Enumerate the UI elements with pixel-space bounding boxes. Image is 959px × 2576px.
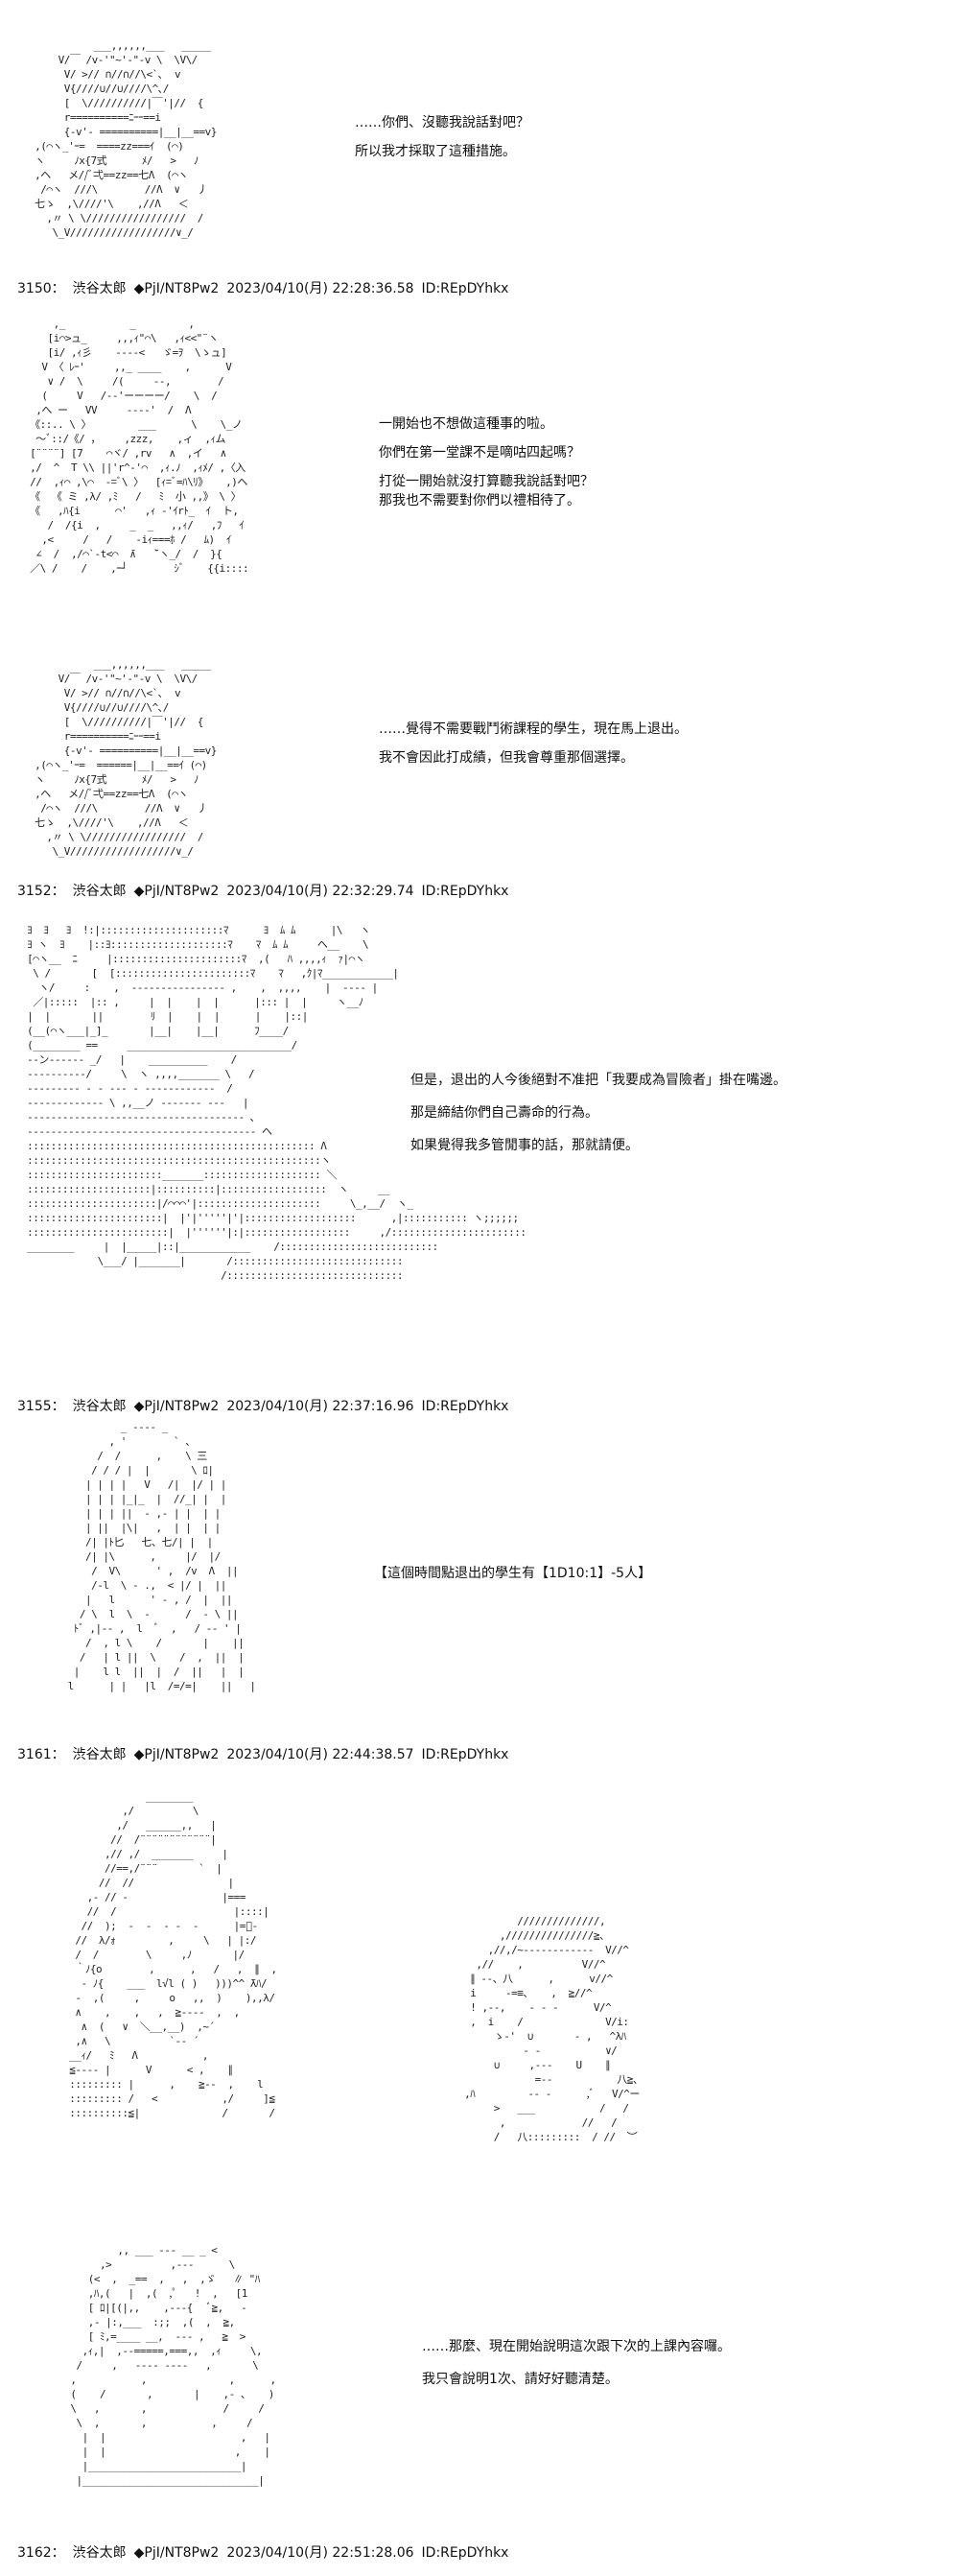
dialog-block-6: ……那麼、現在開始說明這次跟下次的上課內容囉。 我只會說明1次、請好好聽清楚。: [422, 2337, 731, 2399]
poster-name: 渋谷太郎: [72, 1399, 127, 1414]
dialog-block-2: 一開始也不想做這種事的啦。 你們在第一堂課不是嘀咕四起嗎？ 打從一開始就沒打算聽…: [379, 414, 594, 520]
dialog-line: ……你們、沒聽我說話對吧？: [355, 115, 529, 130]
post-header-3150: 3150： 渋谷太郎 ◆PjI/NT8Pw2 2023/04/10(月) 22:28:…: [17, 278, 516, 297]
post-header-3161: 3161： 渋谷太郎 ◆PjI/NT8Pw2 2023/04/10(月) 22:44:…: [17, 1744, 516, 1763]
poster-name: 渋谷太郎: [72, 884, 127, 899]
poster-trip: ◆PjI/NT8Pw2: [133, 1747, 220, 1762]
ascii-art-teacher-1: ___,,,,,,___ _____ V/￣ /v‐'"~'‐"-v \ \V\…: [35, 39, 217, 239]
post-number: 3161：: [17, 1747, 65, 1762]
poster-trip: ◆PjI/NT8Pw2: [133, 1399, 220, 1414]
poster-id: ID:REpDYhkx: [421, 281, 509, 296]
dialog-line: 我不會因此打成績，但我會尊重那個選擇。: [379, 750, 634, 766]
dialog-block-4: 但是，退出的人今後絕對不准把「我要成為冒險者」掛在嘴邊。 那是締結你們自己壽命的…: [410, 1071, 786, 1165]
dialog-line: ……那麼、現在開始說明這次跟下次的上課內容囉。: [422, 2339, 731, 2354]
dialog-block-1: ……你們、沒聽我說話對吧？ 所以我才採取了這種措施。: [355, 113, 529, 171]
dialog-line: 一開始也不想做這種事的啦。: [379, 416, 553, 432]
poster-id: ID:REpDYhkx: [421, 1399, 509, 1414]
poster-trip: ◆PjI/NT8Pw2: [133, 2545, 220, 2561]
post-datetime: 2023/04/10(月) 22:51:28.06: [226, 2545, 414, 2561]
dialog-line: 如果覺得我多管閒事的話，那就請便。: [410, 1138, 639, 1153]
poster-id: ID:REpDYhkx: [421, 884, 509, 899]
poster-name: 渋谷太郎: [72, 1747, 127, 1762]
post-datetime: 2023/04/10(月) 22:28:36.58: [226, 281, 414, 296]
dialog-line: 打從一開始就沒打算聽我說話對吧？: [379, 474, 594, 489]
ascii-art-teacher-4: ,, ___ ‐‐‐ __ _ < ,> ,‐‐‐ \ (< , _== , ,…: [70, 2244, 276, 2487]
dialog-line: 我只會說明1次、請好好聽清楚。: [422, 2372, 619, 2387]
ascii-art-standing-figure: _ ‐‐‐‐ _ , ' ` 、 / / , \ 三 / / / | | \ ﾛ…: [67, 1421, 256, 1692]
dialog-line: 但是，退出的人今後絕對不准把「我要成為冒險者」掛在嘴邊。: [410, 1073, 786, 1088]
notice-dice-roll: 【這個時間點退出的學生有【1D10:1】-5人】: [374, 1566, 652, 1581]
post-datetime: 2023/04/10(月) 22:32:29.74: [226, 884, 414, 899]
ascii-art-character-right: //////////////, ,///////////////≧、 ,//,/…: [464, 1915, 643, 2143]
dialog-block-3: ……覺得不需要戰鬥術課程的學生，現在馬上退出。 我不會因此打成績，但我會尊重那個…: [379, 720, 688, 777]
dialog-line: 那我也不需要對你們以禮相待了。: [379, 493, 580, 508]
poster-id: ID:REpDYhkx: [421, 1747, 509, 1762]
post-number: 3152：: [17, 884, 65, 899]
ascii-art-classroom: ﾖ ﾖ ﾖ !:|:::::::::::::::::::::ﾏ ﾖ ﾑ ﾑ |\…: [27, 924, 526, 1282]
dialog-line: 你們在第一堂課不是嘀咕四起嗎？: [379, 445, 580, 461]
ascii-art-teacher-3: ___,,,,,,___ _____ V/￣ /v‐'"~'‐"-v \ \V\…: [35, 658, 217, 858]
post-header-3155: 3155： 渋谷太郎 ◆PjI/NT8Pw2 2023/04/10(月) 22:37:…: [17, 1396, 516, 1415]
post-datetime: 2023/04/10(月) 22:44:38.57: [226, 1747, 414, 1762]
post-datetime: 2023/04/10(月) 22:37:16.96: [226, 1399, 414, 1414]
post-number: 3155：: [17, 1399, 65, 1414]
post-number: 3162：: [17, 2545, 65, 2561]
ascii-art-teacher-2: ,_ _ , [i⌒>ュ_ ,,,ｨ"⌒\ ,ｨ<<"¨ヽ [i/ ,ｨ彡 --…: [30, 318, 249, 575]
dialog-line: ……覺得不需要戰鬥術課程的學生，現在馬上退出。: [379, 721, 688, 737]
post-number: 3150：: [17, 281, 65, 296]
dialog-line: 所以我才採取了這種措施。: [355, 144, 516, 159]
poster-trip: ◆PjI/NT8Pw2: [133, 884, 220, 899]
poster-trip: ◆PjI/NT8Pw2: [133, 281, 220, 296]
ascii-art-character-left: ________ ,/ \ ,/ ______,, | // /¨¨¨¨¨¨¨¨…: [69, 1790, 277, 2119]
dialog-line: 那是締結你們自己壽命的行為。: [410, 1105, 598, 1121]
poster-id: ID:REpDYhkx: [421, 2545, 509, 2561]
poster-name: 渋谷太郎: [72, 281, 127, 296]
poster-name: 渋谷太郎: [72, 2545, 127, 2561]
post-header-3152: 3152： 渋谷太郎 ◆PjI/NT8Pw2 2023/04/10(月) 22:32:…: [17, 881, 516, 900]
post-header-3162: 3162： 渋谷太郎 ◆PjI/NT8Pw2 2023/04/10(月) 22:51:…: [17, 2542, 516, 2562]
